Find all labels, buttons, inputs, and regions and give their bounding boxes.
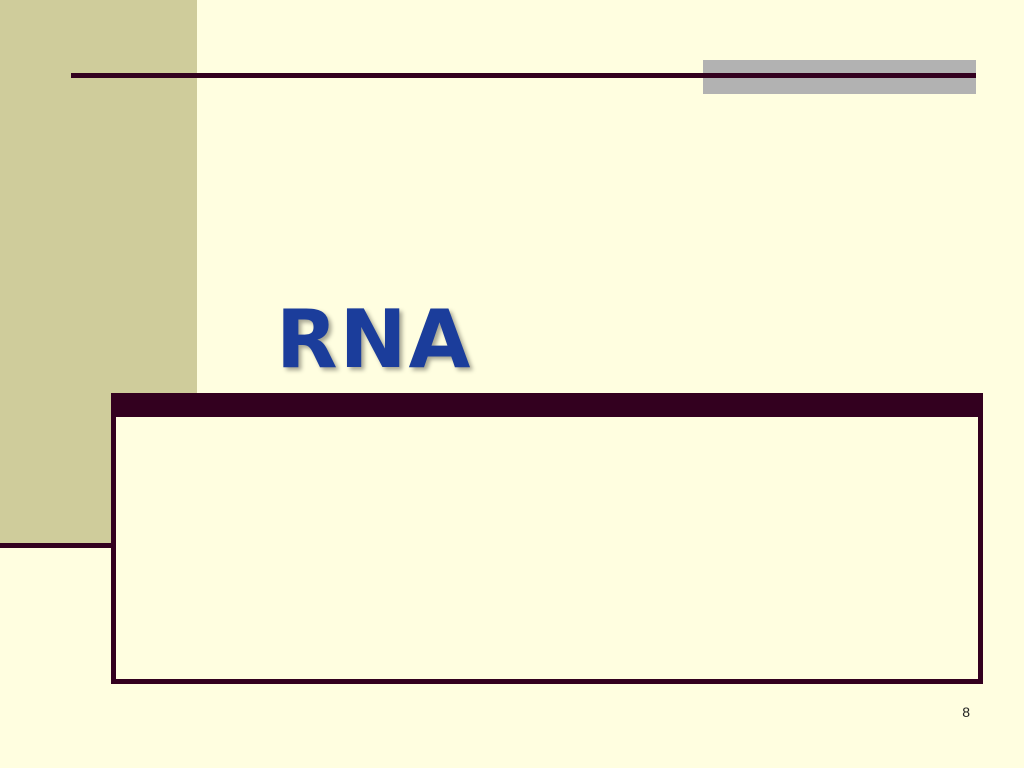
bottom-left-rule xyxy=(0,543,113,548)
page-number: 8 xyxy=(962,704,970,720)
top-rule xyxy=(71,73,976,78)
slide-title: RNA xyxy=(276,293,473,386)
content-box xyxy=(111,393,983,684)
